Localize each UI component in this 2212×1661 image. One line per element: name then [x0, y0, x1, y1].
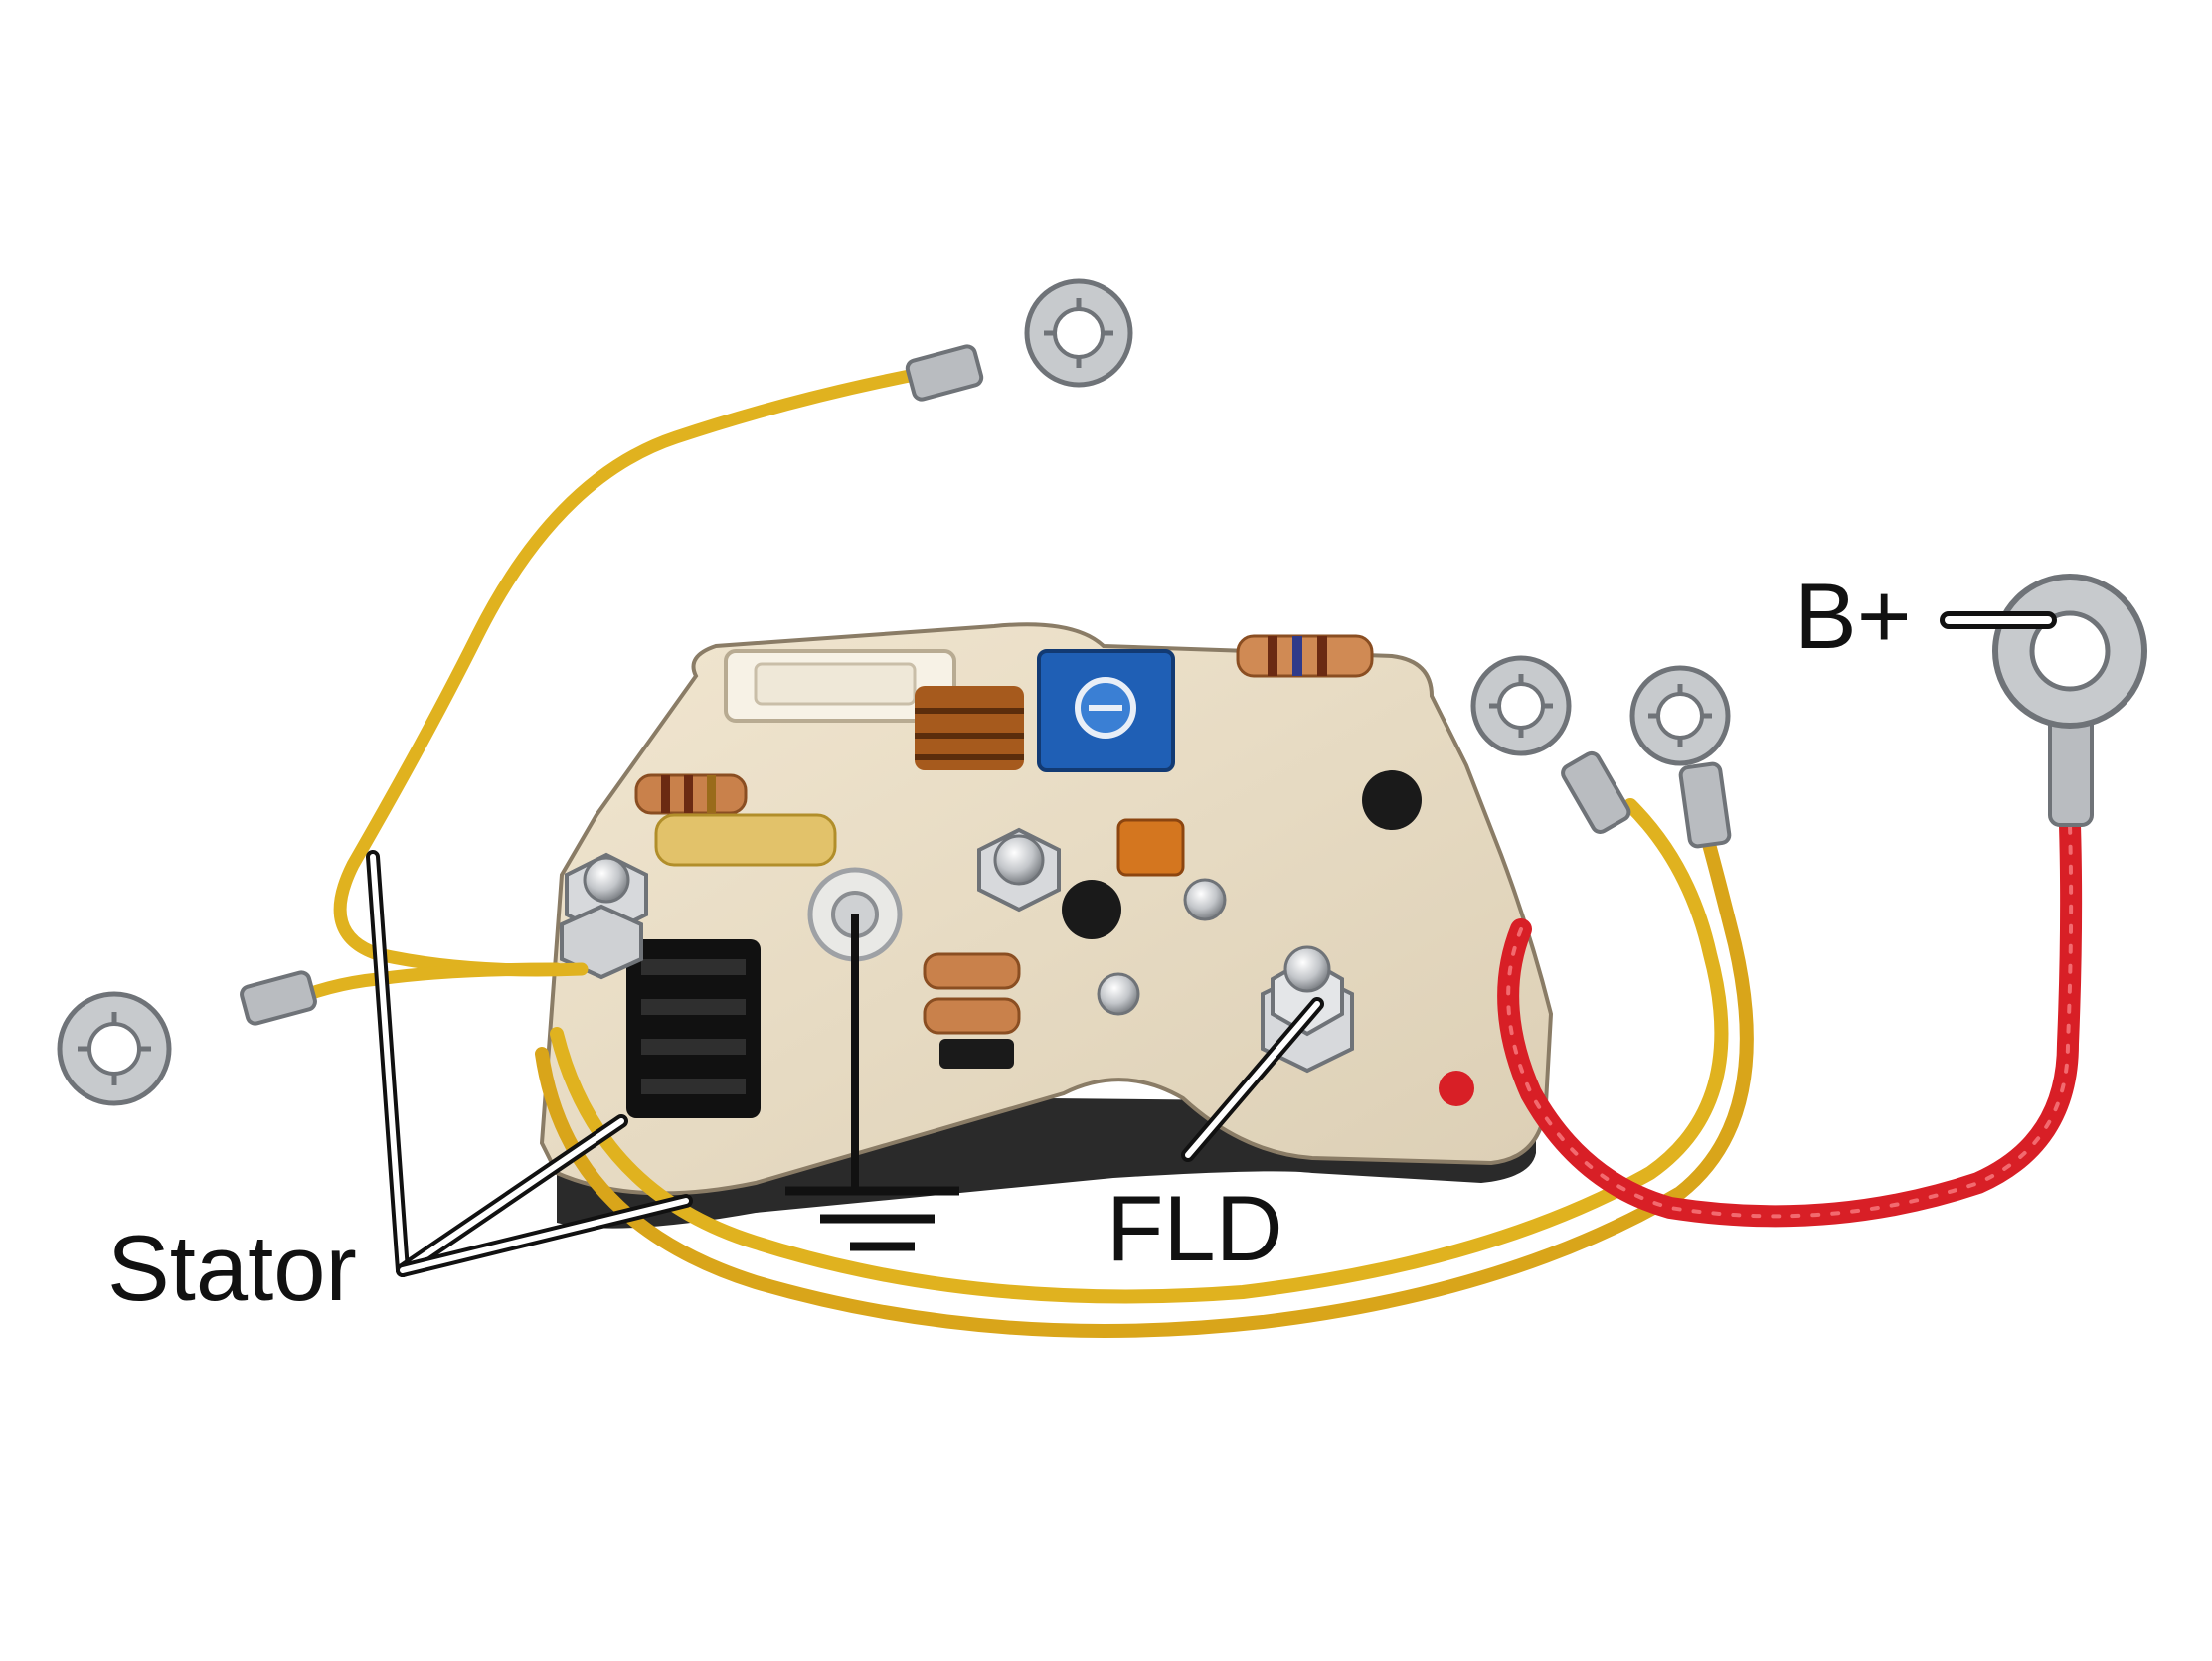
fld-label: FLD	[1106, 1176, 1283, 1280]
nut-left	[560, 852, 648, 980]
yellow-capacitor	[654, 813, 837, 867]
nut-top	[977, 827, 1061, 913]
potentiometer	[1037, 649, 1175, 772]
capacitor-stack	[915, 686, 1024, 770]
connector-block-inner	[754, 662, 917, 706]
ring-terminal-left	[57, 970, 317, 1106]
yellow-wire-loop-1	[550, 798, 1729, 1304]
heat-sink	[626, 939, 761, 1118]
stator-leader-2	[396, 1114, 628, 1277]
stator-label: Stator	[107, 1216, 357, 1320]
transistor-1	[1062, 880, 1121, 939]
transistor-2	[1362, 770, 1422, 830]
ring-terminal-right-2	[1629, 665, 1732, 849]
post-2	[1097, 972, 1140, 1016]
wires	[276, 366, 2083, 1338]
orange-component	[1116, 818, 1185, 877]
resistor-left	[634, 773, 748, 815]
yellow-wire-left	[276, 962, 564, 1011]
yellow-wire-loop-2	[535, 823, 1754, 1338]
components	[560, 634, 1474, 1118]
red-wire	[1497, 814, 2083, 1228]
ground-symbol	[785, 914, 959, 1251]
resistor-top	[1236, 634, 1374, 678]
diode-cluster	[923, 952, 1021, 1069]
stator-leader-3	[396, 1194, 693, 1277]
ring-terminal-top	[905, 278, 1133, 402]
red-wire-texture	[1506, 823, 2074, 1219]
stator-leader-1	[366, 850, 410, 1277]
fld-leader	[1181, 997, 1324, 1162]
b-plus-label: B+	[1794, 564, 1912, 668]
ring-terminal-right-1	[1470, 655, 1631, 834]
post-1	[1183, 878, 1227, 921]
yellow-wire-top	[333, 366, 932, 977]
red-solder-point	[1439, 1071, 1474, 1106]
leader-lines	[366, 611, 2057, 1277]
